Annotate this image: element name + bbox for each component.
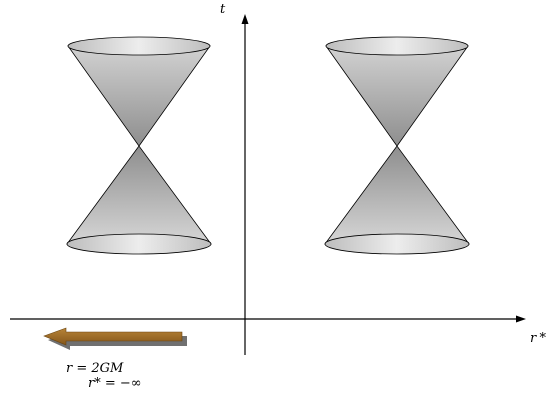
t-axis-arrowhead	[241, 14, 249, 24]
r-axis-label: r*	[530, 331, 547, 346]
tortoise-label: r* = −∞	[88, 376, 142, 391]
future-cone-left	[67, 45, 211, 147]
past-cone-right-rim	[324, 233, 470, 255]
r-axis-arrowhead	[516, 315, 526, 323]
arrow-body	[43, 327, 183, 346]
past-cone-left	[66, 145, 212, 245]
left-arrow-icon	[43, 327, 187, 350]
light-cone-right	[324, 36, 470, 255]
light-cone-left	[66, 36, 212, 255]
future-cone-left-rim	[67, 36, 211, 56]
t-axis-label: t	[220, 2, 226, 17]
future-cone-right	[325, 45, 469, 147]
horizon-label: r = 2GM	[66, 361, 124, 376]
past-cone-left-rim	[66, 233, 212, 255]
r-axis	[10, 315, 526, 323]
past-cone-right	[324, 145, 470, 245]
t-axis	[241, 14, 249, 355]
future-cone-right-rim	[325, 36, 469, 56]
